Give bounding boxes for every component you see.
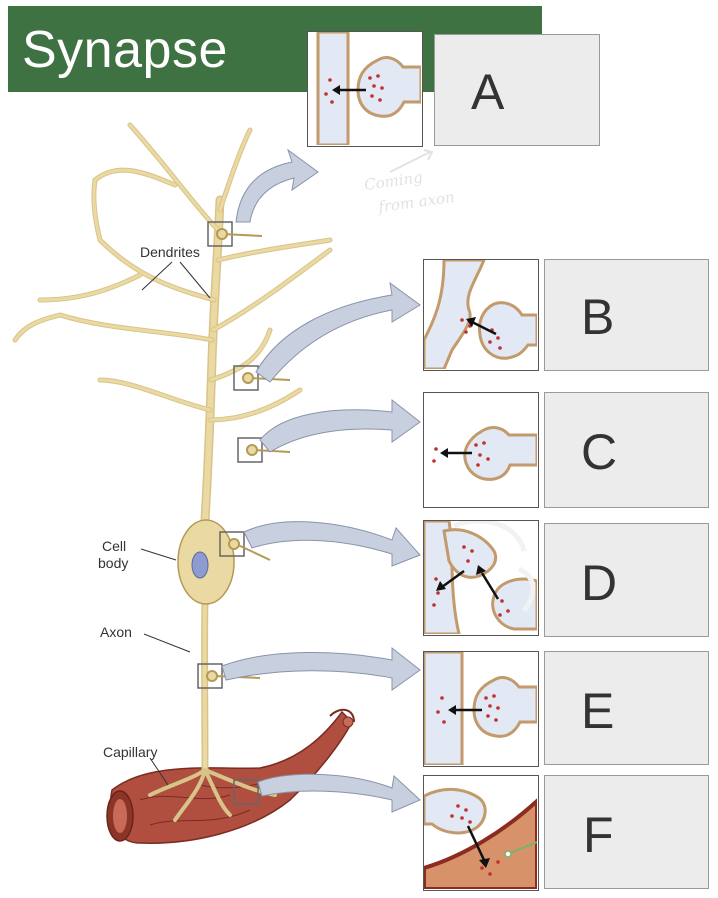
- answer-letter-b: B: [581, 289, 615, 345]
- answer-box-e[interactable]: E: [544, 651, 709, 765]
- label-axon: Axon: [100, 624, 132, 640]
- callout-arrow-a: [235, 148, 319, 223]
- callout-arrow-f: [257, 773, 421, 813]
- label-cell: Cell: [102, 538, 127, 554]
- callout-arrows: [221, 148, 421, 813]
- capillary: [106, 708, 355, 844]
- answer-box-b[interactable]: B: [544, 259, 709, 371]
- synapse-inset-c: [423, 392, 539, 508]
- neuron: [12, 122, 333, 822]
- callout-arrow-d: [243, 521, 421, 567]
- synapse-inset-b: [423, 259, 539, 371]
- callout-arrow-c: [259, 398, 421, 453]
- slide-title: Synapse: [22, 21, 228, 79]
- answer-letter-f: F: [583, 807, 614, 863]
- callout-arrow-e: [221, 646, 421, 691]
- label-dendrites: Dendrites: [140, 244, 200, 260]
- answer-letter-a: A: [471, 64, 505, 120]
- answer-letter-c: C: [581, 424, 618, 480]
- callout-arrow-b: [255, 281, 421, 383]
- answer-box-d[interactable]: D: [544, 523, 709, 637]
- leader-lines: [140, 261, 211, 786]
- answer-letter-e: E: [581, 683, 615, 739]
- marker-f: [233, 779, 259, 805]
- synapse-inset-e: [423, 651, 539, 767]
- marker-d: [219, 531, 245, 557]
- synapse-inset-d: [423, 520, 539, 636]
- handwritten-arrow: [389, 149, 434, 173]
- nucleus: [191, 551, 209, 579]
- answer-box-f[interactable]: F: [544, 775, 709, 889]
- label-body: body: [98, 555, 129, 571]
- label-capillary: Capillary: [103, 744, 158, 760]
- answer-box-c[interactable]: C: [544, 392, 709, 508]
- synapse-inset-f: [423, 775, 539, 891]
- synapse-inset-a: [307, 31, 423, 147]
- answer-box-a[interactable]: A: [434, 34, 600, 146]
- answer-letter-d: D: [581, 555, 618, 611]
